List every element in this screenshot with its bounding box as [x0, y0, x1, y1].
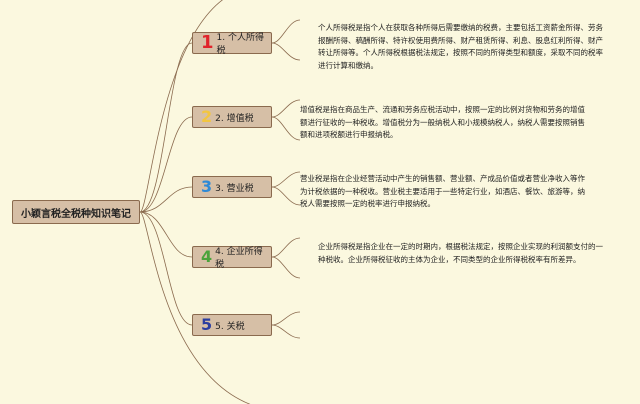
number-three-icon: 3 — [201, 177, 213, 196]
topic-description: 企业所得税是指企业在一定的时期内，根据税法规定，按照企业实现的利润额支付的一种税… — [318, 242, 603, 264]
connector-desc-2 — [271, 99, 301, 118]
number-five-icon: 5 — [201, 315, 213, 334]
connector-desc-5b — [271, 324, 301, 339]
connector-topic-4 — [139, 211, 193, 258]
connector-topic-1 — [139, 42, 193, 213]
topic-node-business-tax[interactable]: 3 3. 营业税 — [192, 176, 272, 198]
topic-node-corporate-income-tax[interactable]: 4 4. 企业所得税 — [192, 246, 272, 270]
topic-label: 5. 关税 — [215, 321, 245, 332]
root-label: 小颖言税全税种知识笔记 — [21, 208, 131, 220]
topic-description: 个人所得税是指个人在获取各种所得后需要缴纳的税费，主要包括工资薪金所得、劳务报酬… — [318, 23, 603, 70]
connector-topic-3 — [139, 186, 193, 213]
topic-node-vat[interactable]: 2 2. 增值税 — [192, 106, 272, 128]
connector-desc-4b — [271, 256, 301, 279]
topic-description: 营业税是指在企业经营活动中产生的销售额、营业额、产成品价值或者营业净收入等作为计… — [300, 174, 585, 208]
topic-label: 2. 增值税 — [215, 113, 254, 124]
connector-desc-1 — [271, 19, 301, 44]
connector-extra-b — [139, 211, 251, 404]
connector-topic-5 — [139, 211, 193, 326]
topic-label: 4. 企业所得税 — [215, 247, 263, 270]
connector-extra-a — [139, 0, 224, 213]
number-four-icon: 4 — [201, 247, 213, 266]
connector-desc-5 — [271, 311, 301, 326]
topic-description: 增值税是指在商品生产、流通和劳务应税活动中，按照一定的比例对货物和劳务的增值额进… — [300, 105, 585, 139]
root-node[interactable]: 小颖言税全税种知识笔记 — [12, 200, 140, 224]
topic-node-personal-income-tax[interactable]: 1 1. 个人所得税 — [192, 32, 272, 56]
connector-desc-2b — [271, 116, 301, 141]
connector-desc-4 — [271, 237, 301, 258]
connector-desc-1b — [271, 42, 301, 61]
topic-label: 1. 个人所得税 — [216, 33, 264, 56]
topic-label: 3. 营业税 — [215, 183, 254, 194]
connector-desc-3b — [271, 186, 301, 206]
connector-topic-2 — [139, 116, 193, 213]
number-one-icon: 1 — [201, 32, 214, 53]
number-two-icon: 2 — [201, 107, 213, 126]
topic-node-customs-duty[interactable]: 5 5. 关税 — [192, 314, 272, 336]
connector-desc-3 — [271, 171, 301, 188]
